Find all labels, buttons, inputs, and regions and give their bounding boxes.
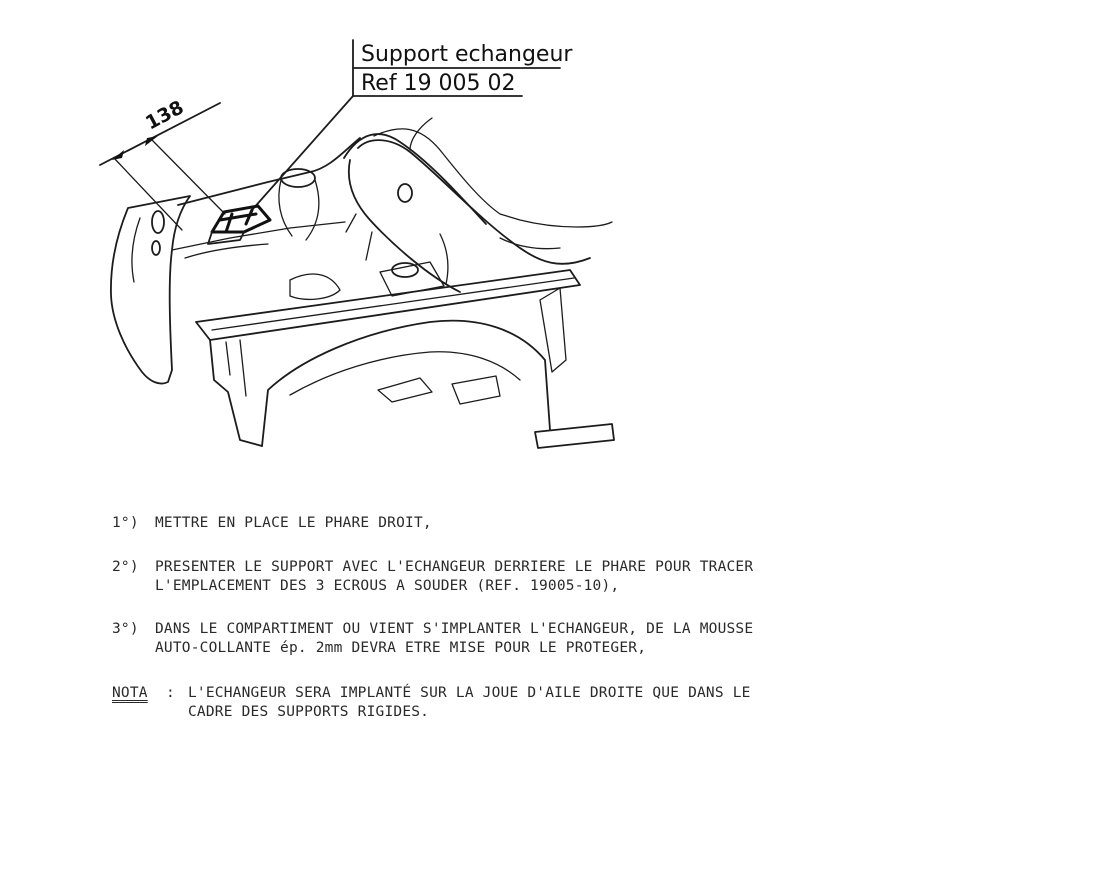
callout-reference: Ref 19 005 02 [361, 71, 516, 96]
step-1: 1°) METTRE EN PLACE LE PHARE DROIT, [112, 514, 992, 533]
cross-member-edge [211, 277, 575, 331]
bottom-bracket [534, 423, 615, 449]
step-text: AUTO-COLLANTE ép. 2mm DEVRA ETRE MISE PO… [155, 640, 647, 656]
headlamp-panel [110, 195, 191, 385]
panel-edge [131, 217, 141, 283]
extension-line-right [151, 139, 226, 215]
nota-block: NOTA : L'ECHANGEUR SERA IMPLANTÉ SUR LA … [112, 684, 992, 722]
lower-arch-inner [289, 351, 521, 396]
callout-title: Support echangeur [361, 42, 573, 67]
bracket-ribs [218, 208, 258, 234]
step-2: 2°) PRESENTER LE SUPPORT AVEC L'ECHANGEU… [112, 558, 992, 596]
bay-hatching [345, 213, 449, 285]
fender-lip [409, 117, 433, 151]
nota-separator: : [166, 685, 175, 701]
technical-drawing: Support echangeur Ref 19 005 02 138 [99, 39, 615, 449]
panel-hole-lower [151, 240, 161, 256]
nota-text: L'ECHANGEUR SERA IMPLANTÉ SUR LA JOUE D'… [188, 685, 751, 701]
wheel-arch-upper [357, 139, 591, 265]
strut-tower-sides [278, 179, 320, 241]
fender-outer-edge [373, 128, 613, 228]
car-body-illustration [110, 117, 615, 449]
leader-line [251, 95, 354, 211]
step-text: L'EMPLACEMENT DES 3 ECROUS A SOUDER (REF… [155, 578, 620, 594]
extension-line-left [113, 157, 183, 231]
wing-top-curve [343, 133, 487, 225]
wing-crease [184, 243, 269, 259]
dimension-value: 138 [142, 96, 187, 134]
fender-crease [499, 237, 561, 250]
step-text: METTRE EN PLACE LE PHARE DROIT, [155, 515, 432, 531]
bracket-outline [210, 204, 272, 234]
left-leg [209, 339, 263, 447]
wheel-arch-inner [347, 159, 461, 293]
lower-arch [261, 319, 551, 447]
bracket-flange [207, 231, 245, 245]
step-text: PRESENTER LE SUPPORT AVEC L'ECHANGEUR DE… [155, 559, 754, 575]
step-text: DANS LE COMPARTIMENT OU VIENT S'IMPLANTE… [155, 621, 754, 637]
nota-text: CADRE DES SUPPORTS RIGIDES. [188, 704, 430, 720]
panel-hole-upper [151, 210, 165, 234]
cross-member-cutouts [377, 375, 501, 405]
dimension-arrow-left [112, 150, 124, 160]
cross-member [195, 269, 581, 341]
dimension-annotation: 138 [99, 96, 226, 231]
step-3: 3°) DANS LE COMPARTIMENT OU VIENT S'IMPL… [112, 620, 992, 658]
right-pillar [539, 287, 567, 373]
strut-tower-top [280, 168, 316, 188]
arch-hole-left [397, 183, 413, 203]
instructions: 1°) METTRE EN PLACE LE PHARE DROIT, 2°) … [112, 514, 992, 722]
nota-label: NOTA [112, 685, 148, 701]
left-leg-detail [225, 339, 247, 397]
callout-label: Support echangeur Ref 19 005 02 [352, 39, 573, 97]
bay-detail-center [379, 261, 445, 297]
step-number: 1°) [112, 515, 139, 531]
wing-lower-edge [171, 221, 346, 251]
exchanger-support-bracket [207, 204, 272, 245]
bay-detail-left [289, 273, 341, 301]
step-number: 3°) [112, 621, 139, 637]
step-number: 2°) [112, 559, 139, 575]
dimension-arrow-right [145, 136, 158, 146]
